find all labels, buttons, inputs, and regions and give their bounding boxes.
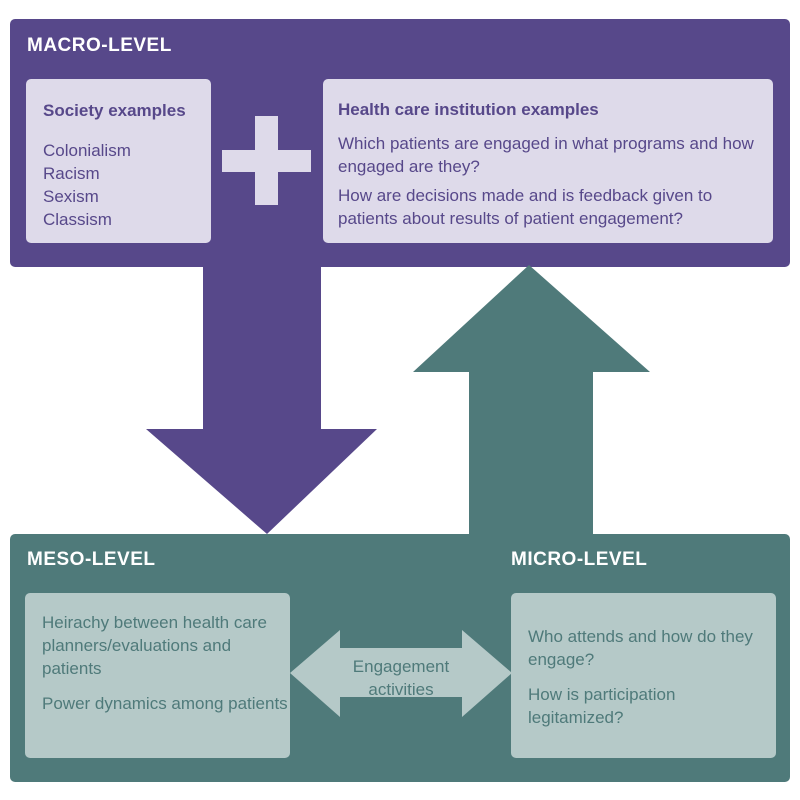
up-arrow-icon <box>413 265 650 534</box>
micro-item: Who attends and how do they engage? <box>528 627 753 669</box>
micro-item: How is participation legitamized? <box>528 685 676 727</box>
society-item: Colonialism <box>43 141 131 160</box>
engagement-label-line: Engagement <box>352 657 450 676</box>
society-item: Classism <box>43 210 112 229</box>
society-item: Racism <box>43 164 100 183</box>
institution-item: Which patients are engaged in what progr… <box>338 134 754 176</box>
meso-item: Power dynamics among patients <box>42 694 288 713</box>
engagement-activities-label: Engagement activities <box>340 655 462 701</box>
plus-icon-horizontal-bar <box>222 150 311 172</box>
meso-level-title: MESO-LEVEL <box>27 549 156 570</box>
double-arrow-icon <box>290 630 512 717</box>
micro-level-title: MICRO-LEVEL <box>511 549 648 570</box>
society-item: Sexism <box>43 187 99 206</box>
institution-examples-heading: Health care institution examples <box>338 100 599 119</box>
meso-level-box: Heirachy between health care planners/ev… <box>25 593 290 758</box>
society-examples-heading: Society examples <box>43 101 186 120</box>
macro-level-title: MACRO-LEVEL <box>27 35 172 56</box>
society-examples-box: Society examples Colonialism Racism Sexi… <box>26 79 211 243</box>
plus-icon <box>222 116 311 205</box>
micro-level-box: Who attends and how do they engage? How … <box>511 593 776 758</box>
down-arrow-icon <box>146 266 377 534</box>
engagement-label-line: activities <box>368 680 434 699</box>
institution-examples-box: Health care institution examples Which p… <box>323 79 773 243</box>
institution-item: How are decisions made and is feedback g… <box>338 186 713 228</box>
meso-item: Heirachy between health care planners/ev… <box>42 613 267 678</box>
